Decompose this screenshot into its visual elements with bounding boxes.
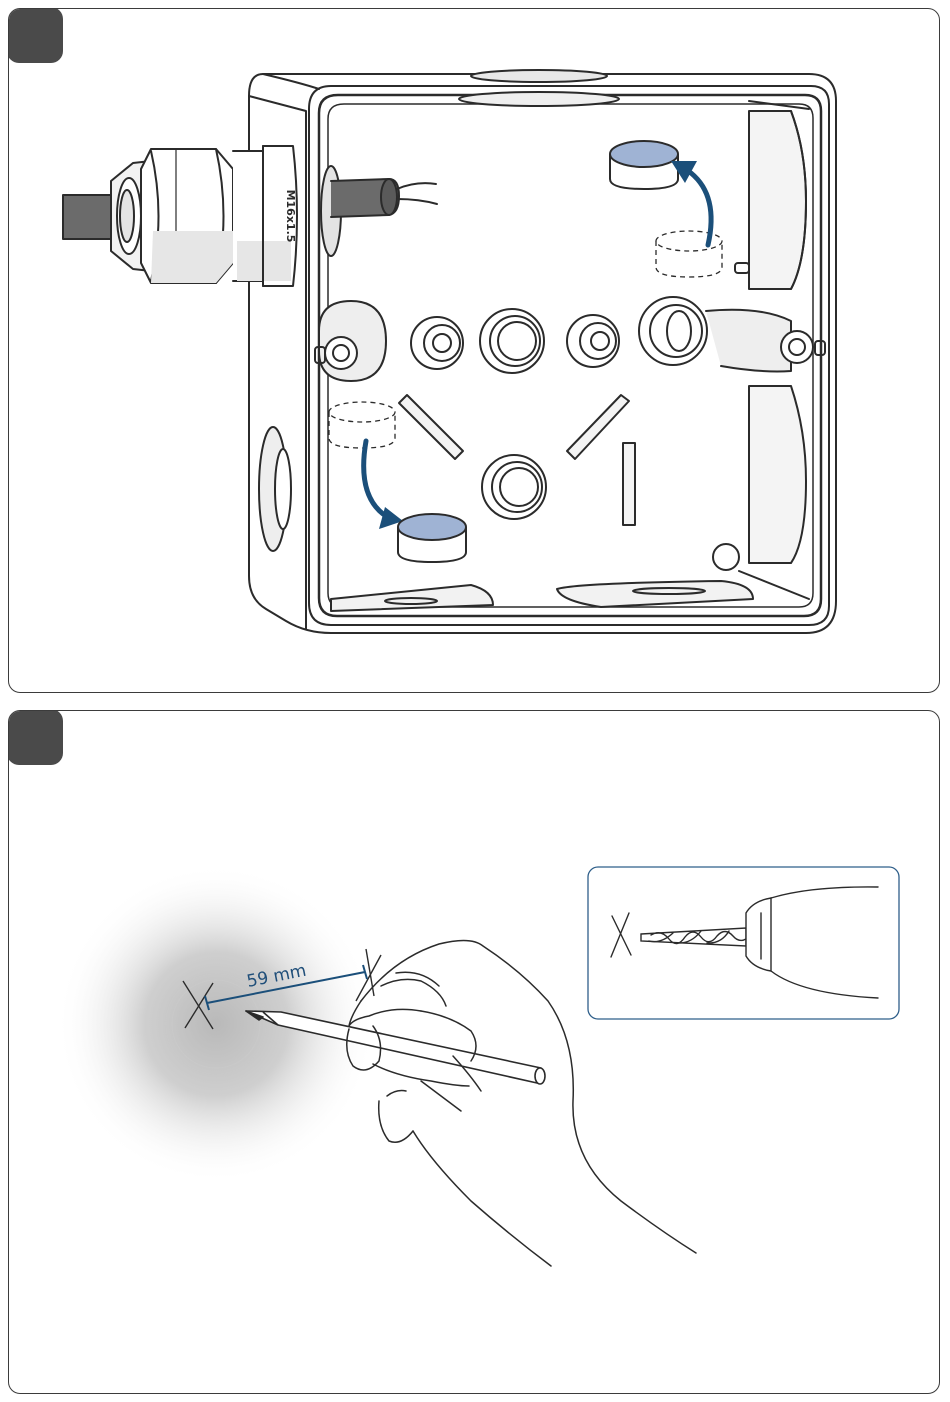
junction-box-illustration: M16x1.5 [9,9,940,693]
marking-illustration: 59 mm [9,711,940,1394]
knockout-hole [639,297,707,365]
step-1-panel: M16x1.5 [8,8,940,693]
knockout-hole [480,309,544,373]
knockout-hole [411,317,463,369]
step-2-panel: 59 mm [8,710,940,1394]
cable-gland [63,146,297,286]
knockout-plug [610,141,678,189]
knockout-hole [567,315,619,367]
drill-inset [588,867,899,1019]
knockout-plug [398,514,466,562]
knockout-hole [482,455,546,519]
cable-gland-thread-label: M16x1.5 [284,190,297,243]
